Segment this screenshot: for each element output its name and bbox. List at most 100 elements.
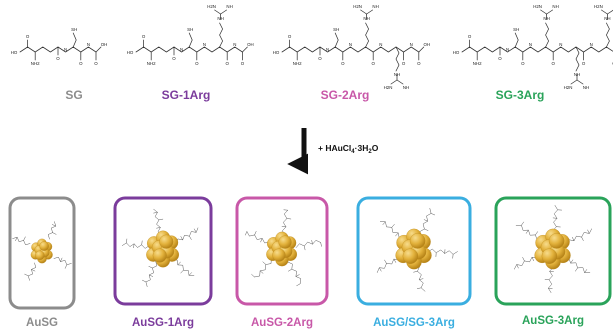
arg-chain	[606, 22, 610, 48]
amine-label: H2N	[533, 4, 542, 9]
amine-label: NH2	[473, 61, 482, 66]
panel-frame	[356, 196, 472, 306]
thiol-label: SH	[333, 27, 339, 32]
ligand-branch	[416, 287, 422, 289]
ligand-chain	[12, 236, 31, 246]
carboxyl-bond	[242, 46, 248, 53]
ligand-branch	[245, 231, 248, 236]
panel-ausgsg3: AuSG/SG-3Arg	[356, 196, 472, 329]
backbone	[461, 46, 613, 53]
ligand-branch	[304, 245, 306, 251]
ligand-chain	[566, 228, 592, 245]
imine-label: NH	[226, 4, 232, 9]
nitrogen-label: N	[506, 47, 509, 52]
nitrogen-label: N	[180, 47, 183, 52]
ligand-branch	[180, 269, 184, 274]
guanidine-bond	[396, 79, 404, 85]
ligand-branch	[156, 227, 161, 229]
ligand-branch	[15, 236, 18, 242]
ligand-branch	[189, 235, 192, 240]
ligand-chain	[47, 221, 57, 240]
panel-ausg1: AuSG-1Arg	[113, 196, 213, 329]
ligand-chain	[27, 262, 37, 281]
oxygen-label: O	[468, 34, 472, 39]
nitrogen-label: N	[203, 42, 206, 47]
ligand-chain	[419, 208, 432, 238]
panel-ausg3: AuSG-3Arg	[494, 196, 612, 327]
thiol-label: SH	[71, 27, 77, 32]
ligand-chain	[145, 260, 158, 287]
ligand-branch	[24, 273, 29, 277]
ligand-branch	[64, 264, 68, 269]
ligand-branch	[423, 219, 428, 222]
gold-atom	[402, 248, 419, 264]
panel-label-ausgsg3: AuSG/SG-3Arg	[373, 317, 455, 329]
amine-label: NH2	[147, 61, 156, 66]
ligand-branch	[522, 257, 525, 262]
nitrogen-label: N	[590, 42, 593, 47]
oxygen-label: O	[94, 61, 98, 66]
nitrogen-label: N	[233, 42, 236, 47]
ligand-branch	[148, 266, 153, 269]
panel-label-ausg: AuSG	[26, 317, 58, 329]
ligand-branch	[188, 272, 192, 276]
ligand-branch	[581, 236, 584, 241]
panel-frame	[113, 196, 213, 306]
ligand-chain	[53, 256, 72, 266]
ligand-chain	[254, 258, 272, 278]
oxygen-label: O	[582, 61, 586, 66]
ligand-branch	[379, 267, 382, 272]
ligand-branch	[158, 218, 164, 221]
ligand-branch	[153, 212, 158, 214]
amine-label: H2N	[564, 85, 573, 90]
ligand-branch	[418, 278, 424, 280]
backbone	[135, 46, 243, 53]
oxygen-label: O	[521, 61, 525, 66]
ligand-branch	[584, 269, 588, 273]
oxygen-label: O	[26, 34, 30, 39]
ligand-branch	[570, 259, 574, 264]
hydroxyl-label: HO	[273, 50, 280, 55]
ligand-branch	[587, 229, 590, 234]
ligand-branch	[521, 221, 524, 226]
ligand-branch	[148, 274, 154, 277]
ligand-branch	[393, 258, 397, 263]
oxygen-label: O	[56, 56, 60, 61]
molecule-label-sg: SG	[65, 88, 82, 102]
ligand-branch	[286, 218, 292, 220]
guanidine-bond	[366, 9, 373, 15]
hydroxyl-label: OH	[424, 42, 431, 47]
thiol-chain	[334, 32, 339, 48]
ligand-branch	[413, 271, 418, 273]
ligand-branch	[516, 264, 519, 269]
guanidine-bond	[214, 9, 221, 15]
imine-label: NH	[372, 4, 378, 9]
amine-label: H2N	[594, 4, 603, 9]
ligand-chain	[282, 209, 289, 236]
nitrogen-label: N	[559, 42, 562, 47]
oxygen-label: O	[498, 56, 502, 61]
ligand-branch	[295, 274, 300, 277]
reagent-label: + HAuCl4·3H2O	[318, 143, 379, 155]
panel-frame	[494, 196, 612, 306]
molecule-sg3: HOONH2ONSHONNHH2NNHONNHH2NNHONNHH2NNHONO…	[453, 4, 613, 102]
panel-frame	[8, 196, 76, 310]
oxygen-label: O	[402, 61, 406, 66]
ligand-branch	[60, 257, 63, 262]
gold-atom	[39, 241, 49, 251]
hydroxyl-label: OH	[101, 42, 108, 47]
imine-label: NH	[583, 85, 589, 90]
gold-atom	[152, 248, 167, 263]
ligand-branch	[384, 259, 387, 264]
amine-label: H2N	[353, 4, 362, 9]
thiol-label: SH	[187, 27, 193, 32]
ligand-branch	[180, 236, 183, 241]
ligand-chain	[427, 248, 458, 255]
guanidine-bond	[546, 9, 553, 15]
oxygen-label: O	[551, 61, 555, 66]
ligand-branch	[177, 261, 181, 266]
